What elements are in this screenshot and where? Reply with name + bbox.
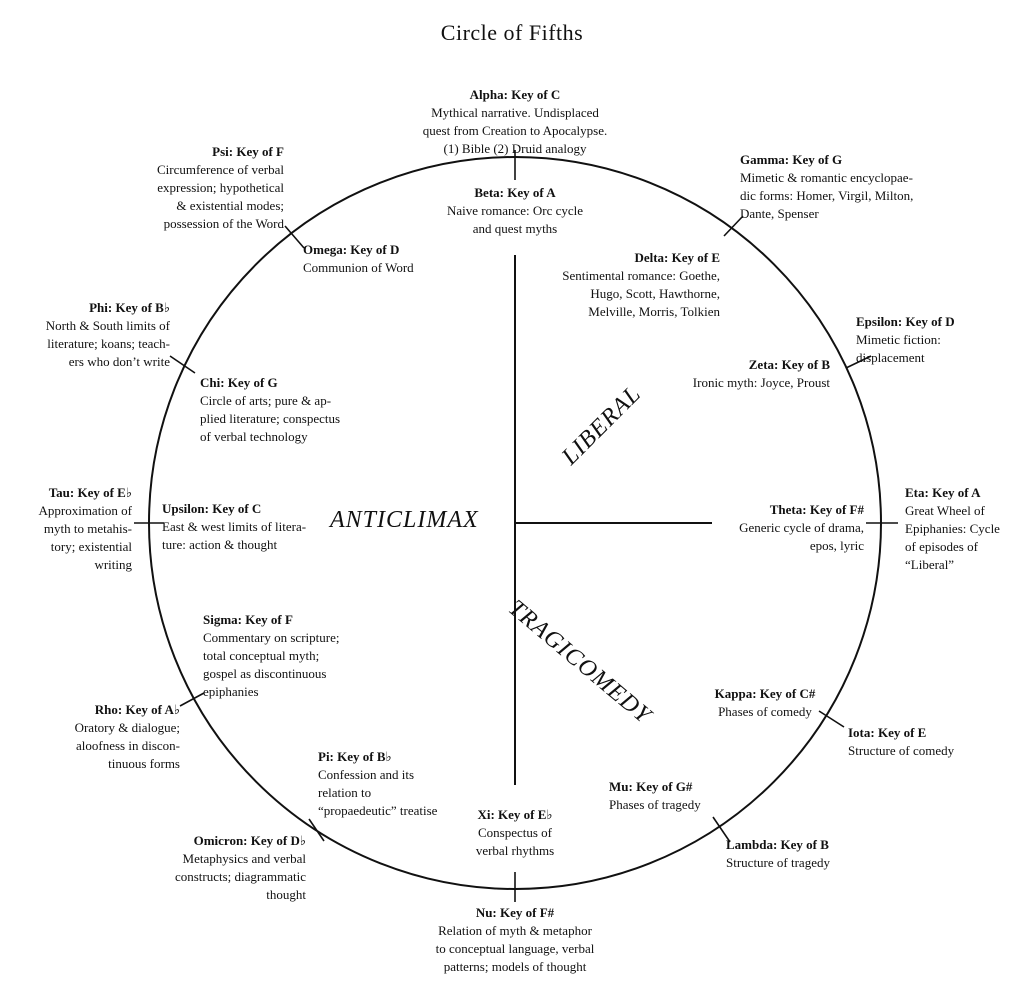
node-gamma-heading: Gamma: Key of G: [740, 152, 843, 167]
node-phi: Phi: Key of B♭ North & South limits of l…: [14, 299, 170, 371]
node-theta: Theta: Key of F# Generic cycle of drama,…: [700, 501, 864, 555]
diagram-title: Circle of Fifths: [440, 20, 584, 45]
node-alpha-heading: Alpha: Key of C: [469, 87, 561, 102]
node-beta-description: Naive romance: Orc cycle and quest myths: [446, 203, 584, 236]
node-sigma-description: Commentary on scripture; total conceptua…: [203, 630, 340, 699]
node-phi-description: North & South limits of literature; koan…: [45, 318, 170, 369]
node-tau-heading: Tau: Key of E♭: [48, 485, 132, 500]
node-theta-heading: Theta: Key of F#: [769, 502, 864, 517]
node-zeta: Zeta: Key of B Ironic myth: Joyce, Prous…: [650, 356, 830, 392]
node-zeta-description: Ironic myth: Joyce, Proust: [692, 375, 830, 390]
node-iota-heading: Iota: Key of E: [848, 725, 927, 740]
node-mu: Mu: Key of G# Phases of tragedy: [609, 778, 701, 814]
node-tau-description: Approximation of myth to metahis- tory; …: [38, 503, 132, 572]
node-psi-heading: Psi: Key of F: [212, 144, 284, 159]
tick-phi: [169, 355, 196, 374]
node-phi-heading: Phi: Key of B♭: [89, 300, 170, 315]
node-iota: Iota: Key of E Structure of comedy: [848, 724, 954, 760]
node-nu: Nu: Key of F# Relation of myth & metapho…: [400, 904, 630, 976]
node-alpha: Alpha: Key of C Mythical narrative. Undi…: [380, 86, 650, 158]
node-lambda-description: Structure of tragedy: [726, 855, 830, 870]
node-xi-heading: Xi: Key of E♭: [477, 807, 553, 822]
node-mu-description: Phases of tragedy: [609, 797, 701, 812]
node-lambda-heading: Lambda: Key of B: [726, 837, 829, 852]
node-delta-heading: Delta: Key of E: [634, 250, 720, 265]
node-omega: Omega: Key of D Communion of Word: [303, 241, 414, 277]
node-lambda: Lambda: Key of B Structure of tragedy: [726, 836, 830, 872]
node-omicron: Omicron: Key of D♭ Metaphysics and verba…: [120, 832, 306, 904]
node-tau: Tau: Key of E♭ Approximation of myth to …: [10, 484, 132, 574]
node-upsilon: Upsilon: Key of C East & west limits of …: [162, 500, 306, 554]
node-alpha-description: Mythical narrative. Undisplaced quest fr…: [422, 105, 608, 156]
node-sigma-heading: Sigma: Key of F: [203, 612, 293, 627]
node-upsilon-heading: Upsilon: Key of C: [162, 501, 262, 516]
node-eta-heading: Eta: Key of A: [905, 485, 981, 500]
node-epsilon-description: Mimetic fiction: displacement: [856, 332, 941, 365]
node-nu-description: Relation of myth & metaphor to conceptua…: [435, 923, 595, 974]
node-xi: Xi: Key of E♭ Conspectus of verbal rhyth…: [450, 806, 580, 860]
node-omega-heading: Omega: Key of D: [303, 242, 400, 257]
tick-iota: [818, 710, 845, 728]
node-kappa-description: Phases of comedy: [718, 704, 812, 719]
node-kappa-heading: Kappa: Key of C#: [714, 686, 816, 701]
node-omicron-heading: Omicron: Key of D♭: [193, 833, 306, 848]
node-zeta-heading: Zeta: Key of B: [748, 357, 830, 372]
node-epsilon: Epsilon: Key of D Mimetic fiction: displ…: [856, 313, 955, 367]
node-mu-heading: Mu: Key of G#: [609, 779, 693, 794]
node-pi-description: Confession and its relation to “propaede…: [318, 767, 438, 818]
node-epsilon-heading: Epsilon: Key of D: [856, 314, 955, 329]
node-delta-description: Sentimental romance: Goethe, Hugo, Scott…: [562, 268, 720, 319]
node-psi: Psi: Key of F Circumference of verbal ex…: [100, 143, 284, 233]
node-gamma-description: Mimetic & romantic encyclopae- dic forms…: [740, 170, 914, 221]
node-beta-heading: Beta: Key of A: [474, 185, 556, 200]
node-rho-heading: Rho: Key of A♭: [94, 702, 180, 717]
node-pi-heading: Pi: Key of B♭: [318, 749, 392, 764]
tick-gamma: [723, 215, 744, 237]
node-omicron-description: Metaphysics and verbal constructs; diagr…: [174, 851, 306, 902]
node-upsilon-description: East & west limits of litera- ture: acti…: [162, 519, 307, 552]
node-xi-description: Conspectus of verbal rhythms: [475, 825, 555, 858]
tick-omicron: [308, 818, 325, 842]
node-kappa: Kappa: Key of C# Phases of comedy: [690, 685, 840, 721]
node-rho: Rho: Key of A♭ Oratory & dialogue; aloof…: [40, 701, 180, 773]
node-iota-description: Structure of comedy: [848, 743, 955, 758]
node-psi-description: Circumference of verbal expression; hypo…: [156, 162, 284, 231]
node-chi: Chi: Key of G Circle of arts; pure & ap-…: [200, 374, 340, 446]
region-anticlimax: ANTICLIMAX: [330, 507, 479, 533]
tick-lambda: [712, 816, 731, 843]
node-chi-description: Circle of arts; pure & ap- plied literat…: [200, 393, 341, 444]
node-theta-description: Generic cycle of drama, epos, lyric: [739, 520, 864, 553]
node-delta: Delta: Key of E Sentimental romance: Goe…: [520, 249, 720, 321]
node-omega-description: Communion of Word: [303, 260, 414, 275]
node-beta: Beta: Key of A Naive romance: Orc cycle …: [420, 184, 610, 238]
tick-rho: [179, 692, 205, 707]
node-eta: Eta: Key of A Great Wheel of Epiphanies:…: [905, 484, 1000, 574]
node-gamma: Gamma: Key of G Mimetic & romantic encyc…: [740, 151, 913, 223]
tick-epsilon: [845, 355, 872, 369]
node-sigma: Sigma: Key of F Commentary on scripture;…: [203, 611, 339, 701]
node-chi-heading: Chi: Key of G: [200, 375, 278, 390]
tick-psi: [284, 225, 305, 249]
node-rho-description: Oratory & dialogue; aloofness in discon-…: [74, 720, 180, 771]
node-nu-heading: Nu: Key of F#: [475, 905, 555, 920]
node-pi: Pi: Key of B♭ Confession and its relatio…: [318, 748, 437, 820]
node-eta-description: Great Wheel of Epiphanies: Cycle of epis…: [905, 503, 1000, 572]
